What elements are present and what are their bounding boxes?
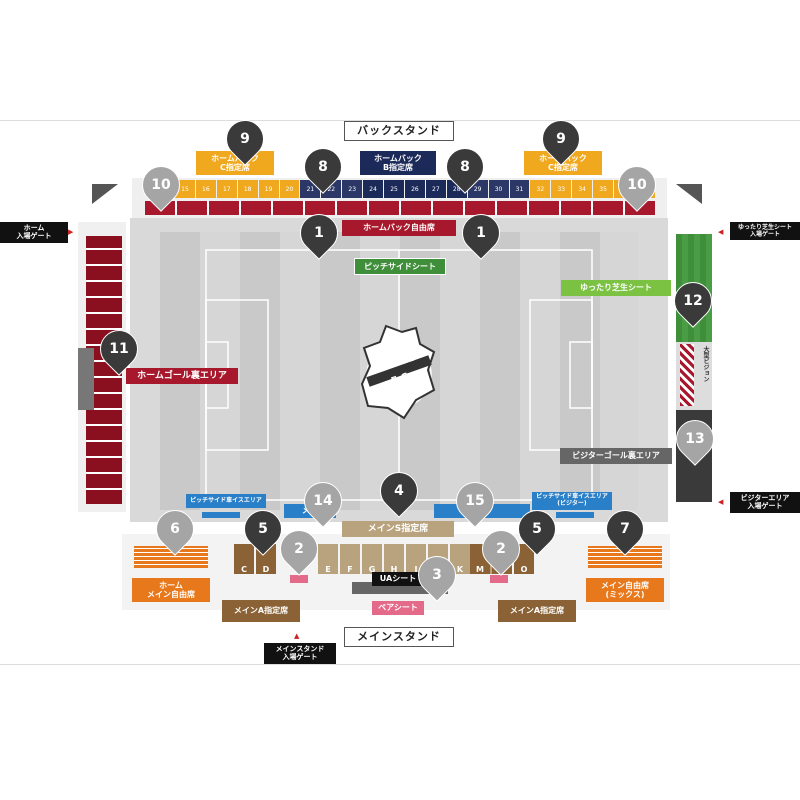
main-block-letter: C — [241, 565, 247, 574]
back-block-34[interactable]: 34 — [572, 180, 593, 198]
home-main-free-tag[interactable]: ホーム メイン自由席 — [132, 578, 210, 602]
main-stand-label: メインスタンド — [344, 627, 454, 647]
back-block-23[interactable]: 23 — [342, 180, 363, 198]
home-goal-screen — [78, 348, 94, 410]
back-block-19[interactable]: 19 — [258, 180, 279, 198]
area-marker-number: 5 — [532, 521, 542, 537]
home-back-free-tag[interactable]: ホームバック自由席 — [342, 220, 456, 236]
visitor-gate[interactable]: ビジターエリア 入場ゲート — [730, 492, 800, 513]
big-vision-label: 大型ビジョン — [702, 346, 709, 382]
main-block-letter: I — [414, 565, 418, 574]
main-block-K[interactable]: K — [450, 544, 470, 574]
back-block-32[interactable]: 32 — [530, 180, 551, 198]
pitchside-chair-home-tag[interactable]: ピッチサイド車イスエリア — [186, 494, 266, 508]
home-goal-tag[interactable]: ホームゴール裏エリア — [126, 368, 238, 384]
back-block-18[interactable]: 18 — [237, 180, 258, 198]
main-block-letter: F — [347, 565, 353, 574]
main-block-letter: G — [368, 565, 376, 574]
main-block-H[interactable]: H — [384, 544, 404, 574]
main-gate-arrow: ▲ — [294, 632, 300, 640]
home-gate[interactable]: ホーム 入場ゲート — [0, 222, 68, 243]
big-vision-stripes — [680, 344, 694, 406]
stadium-outline — [0, 120, 800, 665]
back-stand-label: バックスタンド — [344, 121, 454, 141]
pair-seat-tag[interactable]: ペアシート — [372, 601, 424, 615]
main-block-letter: M — [476, 565, 484, 574]
area-marker-number: 9 — [240, 131, 250, 147]
back-block-35[interactable]: 35 — [593, 180, 614, 198]
home-back-free-row — [145, 201, 655, 215]
area-marker-number: 9 — [556, 131, 566, 147]
main-a-tag-left[interactable]: メインA指定席 — [222, 600, 300, 622]
pair-seat-left — [290, 575, 308, 583]
back-block-27[interactable]: 27 — [425, 180, 446, 198]
area-marker-number: 2 — [294, 541, 304, 557]
main-block-letter: D — [262, 565, 270, 574]
main-s-tag[interactable]: メインS指定席 — [342, 521, 454, 537]
main-gate[interactable]: メインスタンド 入場ゲート — [264, 643, 336, 664]
main-block-G[interactable]: G — [362, 544, 382, 574]
area-marker-number: 10 — [151, 177, 171, 193]
pitchside-chair-visitor-bar — [556, 512, 594, 518]
area-marker-number: 8 — [460, 159, 470, 175]
main-free-mix-seats[interactable] — [588, 546, 662, 568]
back-block-25[interactable]: 25 — [384, 180, 404, 198]
area-marker-number: 10 — [627, 177, 647, 193]
main-block-letter: H — [390, 565, 398, 574]
area-marker-number: 11 — [109, 341, 129, 357]
main-block-E[interactable]: E — [318, 544, 338, 574]
area-marker-number: 6 — [170, 521, 180, 537]
back-block-24[interactable]: 24 — [363, 180, 384, 198]
area-marker-number: 13 — [685, 431, 705, 447]
area-marker-number: 12 — [683, 293, 703, 309]
ua-seat-tag[interactable]: UAシート — [372, 572, 424, 586]
visitor-gate-arrow: ◀ — [718, 498, 724, 506]
back-block-30[interactable]: 30 — [488, 180, 509, 198]
area-marker-number: 4 — [394, 483, 404, 499]
home-main-free-seats[interactable] — [134, 546, 208, 568]
main-block-F[interactable]: F — [340, 544, 360, 574]
back-block-17[interactable]: 17 — [216, 180, 237, 198]
area-marker-number: 8 — [318, 159, 328, 175]
pitchside-seat-tag[interactable]: ピッチサイドシート — [354, 258, 446, 275]
main-block-letter: K — [456, 565, 464, 574]
main-free-mix-tag[interactable]: メイン自由席 (ミックス) — [586, 578, 664, 602]
area-marker-number: 14 — [313, 493, 333, 509]
back-block-31[interactable]: 31 — [509, 180, 530, 198]
home-gate-arrow: ▶ — [68, 228, 74, 236]
area-marker-number: 1 — [314, 225, 324, 241]
pitchside-chair-visitor-tag[interactable]: ピッチサイド車イスエリア (ビジター) — [532, 492, 612, 510]
yuttari-lawn-tag[interactable]: ゆったり芝生シート — [561, 280, 671, 296]
club-logo — [360, 324, 436, 420]
area-marker-number: 15 — [465, 493, 485, 509]
main-block-C[interactable]: C — [234, 544, 254, 574]
lawn-gate[interactable]: ゆったり芝生シート 入場ゲート — [730, 222, 800, 241]
area-marker-number: 5 — [258, 521, 268, 537]
back-block-20[interactable]: 20 — [279, 180, 300, 198]
lawn-gate-arrow: ◀ — [718, 228, 724, 236]
pitchside-chair-home-bar — [202, 512, 240, 518]
main-block-letter: E — [325, 565, 331, 574]
area-marker-number: 3 — [432, 567, 442, 583]
area-marker-number: 1 — [476, 225, 486, 241]
main-a-tag-right[interactable]: メインA指定席 — [498, 600, 576, 622]
area-marker-number: 7 — [620, 521, 630, 537]
back-block-16[interactable]: 16 — [195, 180, 216, 198]
main-block-letter: O — [520, 565, 528, 574]
home-back-b-tag[interactable]: ホームバック B指定席 — [360, 151, 436, 175]
area-marker-number: 2 — [496, 541, 506, 557]
back-block-33[interactable]: 33 — [551, 180, 572, 198]
visitor-goal-tag[interactable]: ビジターゴール裏エリア — [560, 448, 672, 464]
back-block-26[interactable]: 26 — [404, 180, 425, 198]
pair-seat-right — [490, 575, 508, 583]
